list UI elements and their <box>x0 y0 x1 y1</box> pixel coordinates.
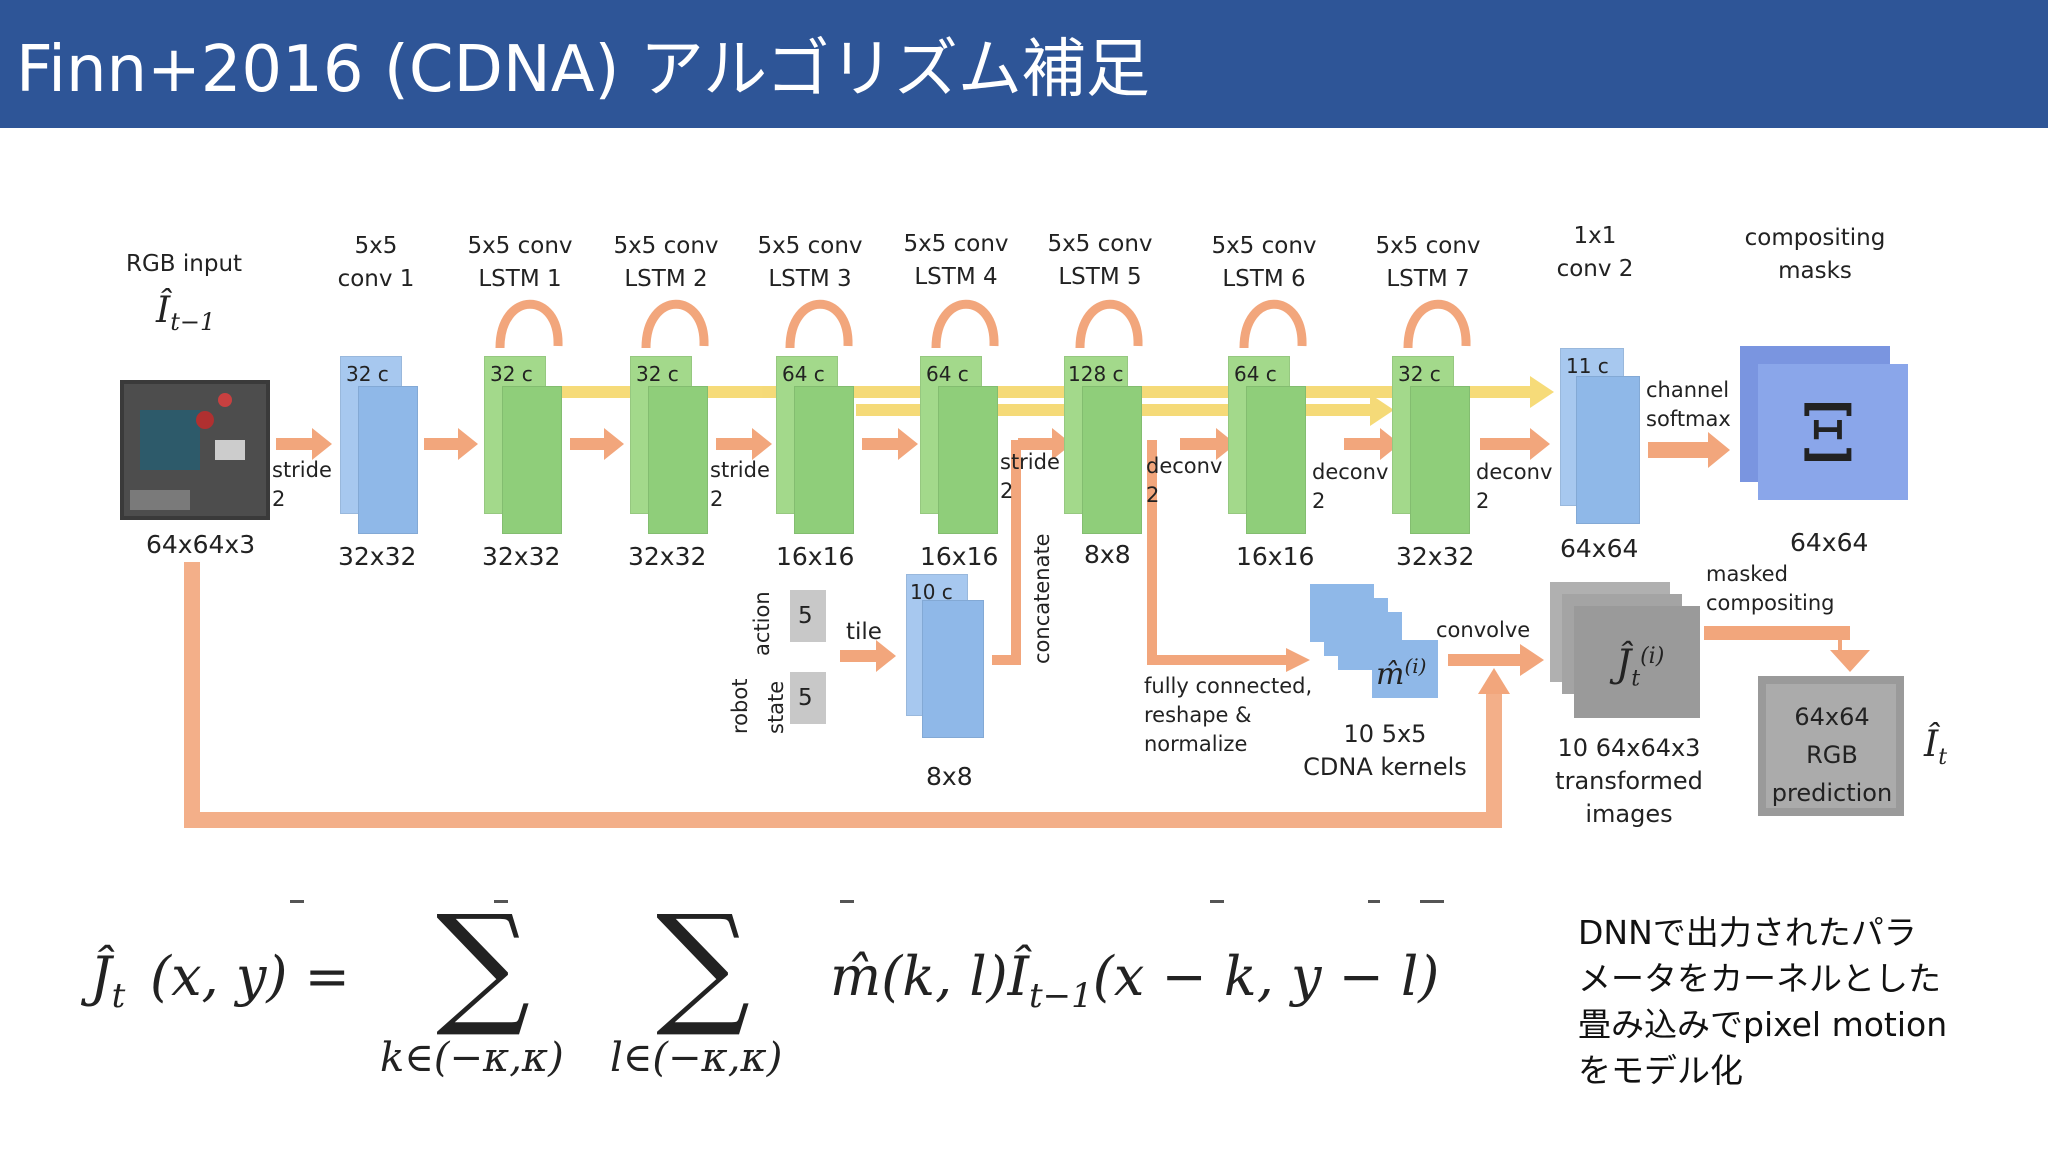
convolve-label: convolve <box>1436 618 1531 642</box>
transformed-symbol: Ĵt(i) <box>1616 641 1665 692</box>
input-symbol: Ît−1 <box>156 290 216 337</box>
channel-label: 128 c <box>1068 362 1124 386</box>
conv2-size: 64x64 <box>1560 534 1639 563</box>
lstm4-size: 16x16 <box>920 542 999 571</box>
tile-label: tile <box>846 619 882 645</box>
state-box <box>790 672 826 724</box>
eq-rhs: m̂(k, l)Ît−1(x − k, y − l) <box>830 945 1440 1016</box>
fc-label: fully connected,reshape &normalize <box>1144 674 1313 756</box>
action-value: 5 <box>798 603 813 629</box>
lstm7-size: 32x32 <box>1396 542 1475 571</box>
eq-sigma-2: ∑ <box>656 887 751 1041</box>
skip-connection-arrow <box>184 562 1502 828</box>
compositing-masks <box>1740 346 1908 500</box>
channel-label: 32 c <box>636 362 679 386</box>
skip-arrow-head <box>1478 668 1510 694</box>
recurrent-loops <box>495 299 1471 349</box>
compositing-symbol: Ξ <box>1800 387 1857 480</box>
prediction-symbol: Ît <box>1924 724 1948 771</box>
channel-label: 64 c <box>926 362 969 386</box>
eq-lhs-args: (x, y) = <box>150 945 350 1008</box>
conv1-size: 32x32 <box>338 542 417 571</box>
action-label: action <box>750 591 774 656</box>
eq-sub-1: k∈(−κ,κ) <box>380 1035 564 1081</box>
state-label: state <box>764 680 788 734</box>
side-note: DNNで出力されたパラ メータをカーネルとした 畳み込みでpixel motio… <box>1578 913 1948 1090</box>
title-bar: Finn+2016 (CDNA) アルゴリズム補足 <box>0 0 2048 128</box>
state-block-size: 8x8 <box>926 762 973 791</box>
prediction-image <box>1758 676 1904 816</box>
action-box <box>790 590 826 642</box>
lstm3-size: 16x16 <box>776 542 855 571</box>
lstm5-size: 8x8 <box>1084 540 1131 569</box>
channel-label: 10 c <box>910 580 953 604</box>
input-image <box>120 380 270 520</box>
clipped-artifact <box>290 900 1444 903</box>
channel-label: 32 c <box>346 362 389 386</box>
channel-label: 32 c <box>490 362 533 386</box>
cdna-kernels-stack <box>1310 584 1438 698</box>
transformed-images-stack <box>1550 582 1700 718</box>
eq-lhs: Ĵt <box>90 945 126 1016</box>
input-label: RGB input <box>126 251 243 277</box>
lstm1-size: 32x32 <box>482 542 561 571</box>
channel-label: 64 c <box>1234 362 1277 386</box>
fc-arrow-head <box>1286 648 1310 672</box>
eq-sub-2: l∈(−κ,κ) <box>610 1035 783 1081</box>
lstm2-size: 32x32 <box>628 542 707 571</box>
channel-label: 64 c <box>782 362 825 386</box>
route-arrows <box>992 440 1290 665</box>
state-value: 5 <box>798 685 813 711</box>
forward-arrows <box>276 428 1870 676</box>
input-size: 64x64x3 <box>146 530 256 559</box>
kernel-symbol: m̂(i) <box>1376 654 1427 692</box>
page-title: Finn+2016 (CDNA) アルゴリズム補足 <box>16 33 1150 107</box>
channel-label: 32 c <box>1398 362 1441 386</box>
eq-sigma-1: ∑ <box>436 887 531 1041</box>
robot-label: robot <box>728 678 752 734</box>
lstm6-size: 16x16 <box>1236 542 1315 571</box>
channel-label: 11 c <box>1566 354 1609 378</box>
concatenate-label: concatenate <box>1030 533 1054 664</box>
compositing-size: 64x64 <box>1790 528 1869 557</box>
